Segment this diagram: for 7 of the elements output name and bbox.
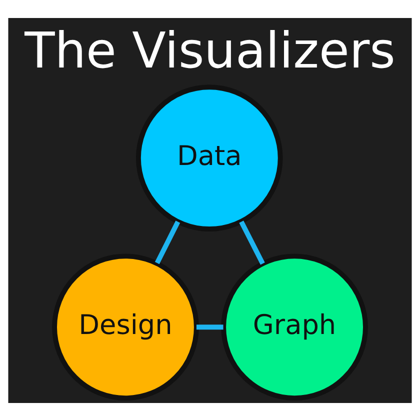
connector [239,220,265,264]
node-circle: Design [52,253,199,400]
diagram-title: The Visualizers [24,20,396,79]
node-circle: Graph [221,253,368,400]
connector [154,220,180,264]
node-circle: Data [136,84,283,231]
connector [196,324,224,330]
